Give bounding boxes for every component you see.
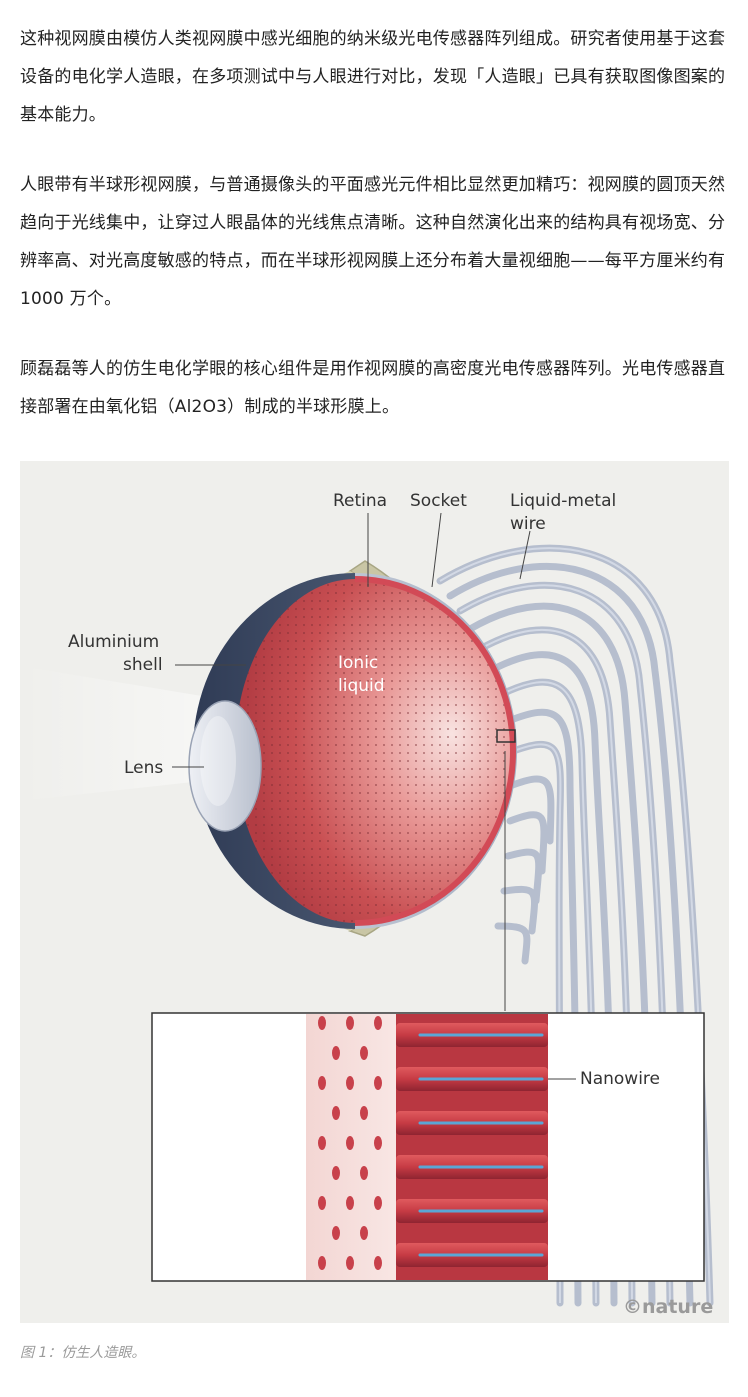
label-shell-line1: Aluminium (68, 632, 159, 652)
label-nanowire: Nanowire (580, 1069, 660, 1089)
label-socket: Socket (410, 491, 467, 511)
paragraph-1: 这种视网膜由模仿人类视网膜中感光细胞的纳米级光电传感器阵列组成。研究者使用基于这… (20, 29, 726, 125)
detail-marker (496, 729, 516, 743)
label-lens: Lens (124, 758, 163, 778)
nature-credit: ©nature (623, 1296, 713, 1318)
eye-diagram: Retina Socket Liquid-metal wire Aluminiu… (20, 491, 714, 1318)
paragraph-3: 顾磊磊等人的仿生电化学眼的核心组件是用作视网膜的高密度光电传感器阵列。光电传感器… (20, 359, 726, 417)
label-ionic-line2: liquid (338, 676, 385, 696)
nanowire-inset: Nanowire (151, 1012, 705, 1282)
figure-caption: 图 1：仿生人造眼。 (20, 1345, 146, 1361)
label-wire-line2: wire (510, 514, 546, 534)
label-retina: Retina (333, 491, 387, 511)
lens (188, 700, 262, 832)
label-wire-line1: Liquid-metal (510, 491, 616, 511)
label-shell-line2: shell (123, 655, 163, 675)
paragraph-2: 人眼带有半球形视网膜，与普通摄像头的平面感光元件相比显然更加精巧：视网膜的圆顶天… (20, 175, 726, 309)
label-ionic-line1: Ionic (338, 653, 378, 673)
artificial-eye-figure: Retina Socket Liquid-metal wire Aluminiu… (20, 461, 729, 1323)
